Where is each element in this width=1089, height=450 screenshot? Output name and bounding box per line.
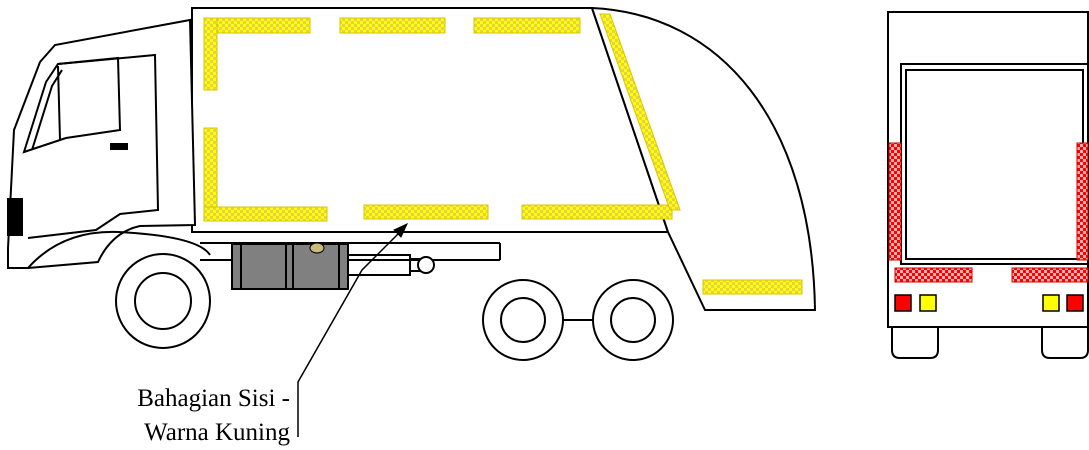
tape-strip-top-1 bbox=[203, 17, 311, 34]
compactor-body bbox=[191, 7, 670, 233]
fuel-cap bbox=[309, 242, 325, 254]
side-view bbox=[7, 6, 817, 437]
callout-arrowhead bbox=[393, 222, 409, 238]
hydraulic-cylinder bbox=[347, 254, 424, 276]
callout-label: Bahagian Sisi - Warna Kuning bbox=[40, 382, 290, 450]
tape-strip-hopper bbox=[702, 279, 803, 295]
front-wheel-hub bbox=[134, 272, 192, 330]
rear-tape-bottom-right bbox=[1011, 267, 1089, 283]
truck-diagram bbox=[7, 6, 1089, 437]
front-wheel bbox=[115, 253, 211, 349]
rear-left-red-lamp bbox=[894, 294, 912, 312]
callout-leader bbox=[297, 231, 401, 437]
rear-left-amber-lamp bbox=[919, 294, 937, 312]
tape-strip-top-2 bbox=[339, 17, 446, 34]
rear-left-wheel bbox=[891, 327, 939, 359]
rear-reflective-tape bbox=[888, 142, 1089, 283]
callout-line-2: Warna Kuning bbox=[144, 419, 290, 446]
front-bumper bbox=[7, 198, 23, 236]
tape-strip-left-vertical bbox=[203, 127, 218, 221]
rear-view bbox=[887, 11, 1089, 359]
tape-strip-bottom-3 bbox=[521, 204, 673, 220]
rear-wheel-1 bbox=[482, 279, 564, 361]
rear-right-red-lamp bbox=[1066, 294, 1084, 312]
cab-window-frame bbox=[31, 65, 63, 151]
rear-tape-right-vertical bbox=[1076, 142, 1089, 261]
rear-wheel-1-hub bbox=[500, 297, 546, 343]
tape-strip-bottom-1 bbox=[203, 206, 328, 222]
tape-strip-bottom-2 bbox=[363, 204, 489, 220]
cylinder-pin bbox=[417, 256, 435, 274]
rear-right-wheel bbox=[1041, 327, 1089, 359]
chassis-frame bbox=[200, 242, 501, 261]
side-reflective-tape bbox=[203, 13, 803, 295]
door-handle bbox=[110, 143, 128, 150]
cab-door bbox=[27, 53, 160, 239]
cab bbox=[7, 18, 197, 269]
rear-hopper bbox=[590, 6, 817, 311]
tape-strip-diagonal bbox=[599, 13, 681, 211]
fuel-tank-bands bbox=[240, 244, 340, 289]
tape-strip-top-left-vertical bbox=[203, 17, 218, 91]
rear-right-amber-lamp bbox=[1042, 294, 1060, 312]
rear-wheel-2-hub bbox=[610, 297, 656, 343]
rear-tape-bottom-left bbox=[894, 267, 973, 283]
fuel-tank bbox=[231, 243, 349, 290]
rear-wheel-2 bbox=[592, 279, 674, 361]
rear-tape-left-vertical bbox=[888, 142, 902, 261]
front-fender bbox=[27, 230, 211, 269]
callout-line-1: Bahagian Sisi - bbox=[137, 385, 290, 412]
tape-strip-top-3 bbox=[473, 17, 581, 34]
